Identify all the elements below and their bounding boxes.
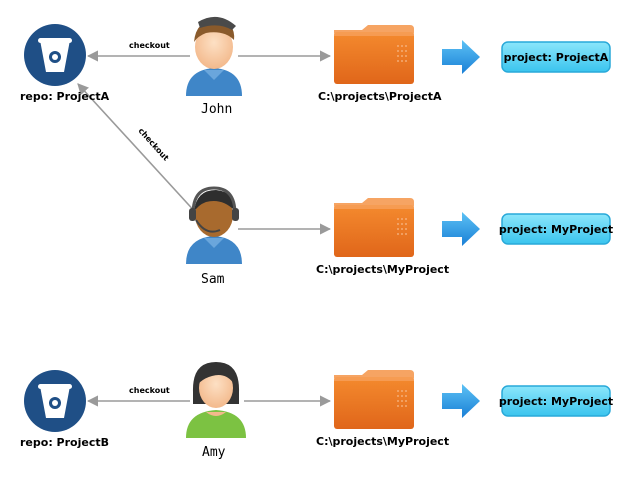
user-sam-name: Sam: [201, 272, 225, 287]
folder-1-node: C:\projects\ProjectA: [318, 25, 442, 103]
user-john-node: John: [186, 16, 242, 117]
folder-2-node: C:\projects\MyProject: [316, 198, 449, 276]
user-amy-name: Amy: [202, 445, 226, 460]
user-john-icon: [186, 16, 242, 96]
folder-icon: [334, 198, 414, 257]
blue-arrow-icon: [442, 384, 480, 418]
user-john-name: John: [201, 102, 232, 117]
project-box-3: project: MyProject: [499, 385, 613, 417]
project-box-3-label: project: MyProject: [499, 395, 613, 408]
project-box-2-label: project: MyProject: [499, 223, 613, 236]
folder-icon: [334, 25, 414, 84]
bitbucket-icon: [24, 24, 86, 86]
user-amy-node: Amy: [186, 362, 246, 460]
folder-1-path: C:\projects\ProjectA: [318, 90, 442, 103]
user-sam-headset-icon: [186, 186, 242, 264]
blue-arrow-icon: [442, 40, 480, 74]
repo-b-node: repo: ProjectB: [20, 370, 109, 449]
project-box-1-label: project: ProjectA: [504, 51, 609, 64]
edge-label-checkout-amy: checkout: [129, 386, 170, 395]
folder-3-node: C:\projects\MyProject: [316, 370, 449, 448]
edge-sam-to-repo: [77, 83, 199, 216]
repo-b-label: repo: ProjectB: [20, 436, 109, 449]
repo-a-label: repo: ProjectA: [20, 90, 110, 103]
project-box-2: project: MyProject: [499, 213, 613, 245]
folder-icon: [334, 370, 414, 429]
user-sam-node: Sam: [186, 186, 242, 287]
folder-3-path: C:\projects\MyProject: [316, 435, 449, 448]
edge-label-checkout-john: checkout: [129, 41, 170, 50]
user-amy-icon: [186, 362, 246, 438]
folder-2-path: C:\projects\MyProject: [316, 263, 449, 276]
repo-a-node: repo: ProjectA: [20, 24, 110, 103]
bitbucket-icon: [24, 370, 86, 432]
edge-label-checkout-sam: checkout: [137, 126, 171, 162]
blue-arrow-icon: [442, 212, 480, 246]
project-box-1: project: ProjectA: [501, 41, 611, 73]
